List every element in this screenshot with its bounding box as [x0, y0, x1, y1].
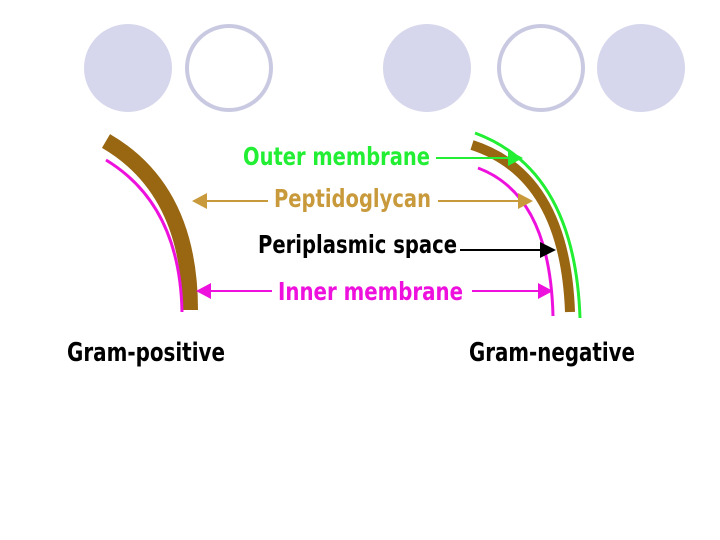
periplasmic-space-annotation: Periplasmic space — [258, 230, 556, 259]
decor-circle-filled-3 — [597, 24, 685, 112]
outer-membrane-annotation: Outer membrane — [243, 142, 523, 171]
gram-negative-outer-membrane-layer — [474, 131, 582, 319]
gram-negative-wall — [470, 131, 582, 319]
periplasmic-space-label: Periplasmic space — [258, 230, 457, 259]
decor-circle-outline-2 — [497, 24, 585, 112]
gram-negative-inner-membrane-layer — [477, 166, 555, 317]
inner-membrane-left-arrowhead — [196, 283, 211, 299]
inner-membrane-right-arrowhead — [538, 283, 553, 299]
gram-positive-peptidoglycan-layer — [101, 134, 198, 311]
decor-circle-filled-1 — [84, 24, 172, 112]
gram-positive-wall — [101, 134, 198, 313]
decorative-circles — [84, 24, 685, 112]
decor-circle-filled-2 — [383, 24, 471, 112]
outer-membrane-arrowhead — [508, 150, 523, 166]
gram-negative-peptidoglycan-layer — [470, 140, 575, 313]
gram-positive-inner-membrane-layer — [105, 158, 184, 313]
inner-membrane-label: Inner membrane — [278, 277, 463, 306]
peptidoglycan-label: Peptidoglycan — [274, 184, 431, 213]
gram-negative-caption: Gram-negative — [469, 338, 635, 368]
decor-circle-outline-1 — [185, 24, 273, 112]
gram-positive-caption: Gram-positive — [67, 338, 225, 368]
outer-membrane-label: Outer membrane — [243, 142, 430, 171]
peptidoglycan-annotation: Peptidoglycan — [192, 184, 533, 213]
inner-membrane-annotation: Inner membrane — [196, 277, 553, 306]
periplasmic-space-arrowhead — [540, 242, 556, 258]
peptidoglycan-left-arrowhead — [192, 193, 207, 209]
peptidoglycan-right-arrowhead — [518, 193, 533, 209]
